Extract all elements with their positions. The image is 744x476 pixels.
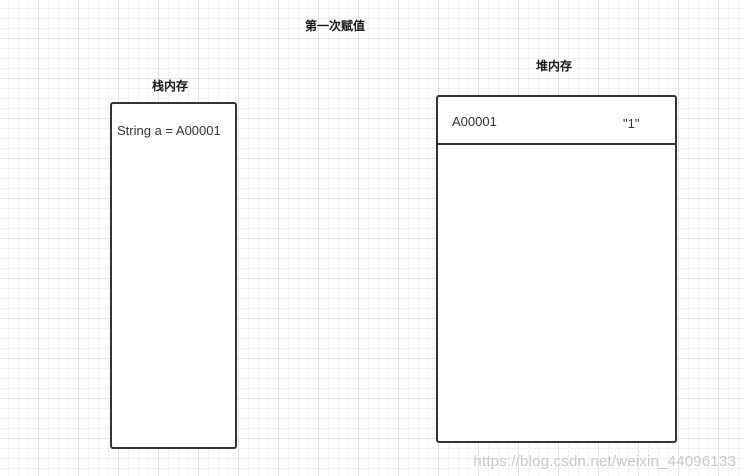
stack-variable-entry: String a = A00001 [117, 123, 221, 138]
heap-object-value: "1" [623, 116, 640, 131]
heap-memory-title: 堆内存 [536, 59, 573, 73]
heap-object-address: A00001 [452, 114, 497, 129]
watermark-url: https://blog.csdn.net/weixin_44096133 [473, 453, 736, 470]
heap-row-divider [438, 143, 675, 145]
heap-memory-box: A00001 "1" [436, 95, 677, 443]
stack-memory-title: 栈内存 [152, 79, 189, 93]
stack-memory-box: String a = A00001 [110, 102, 237, 449]
diagram-title: 第一次赋值 [305, 19, 366, 33]
